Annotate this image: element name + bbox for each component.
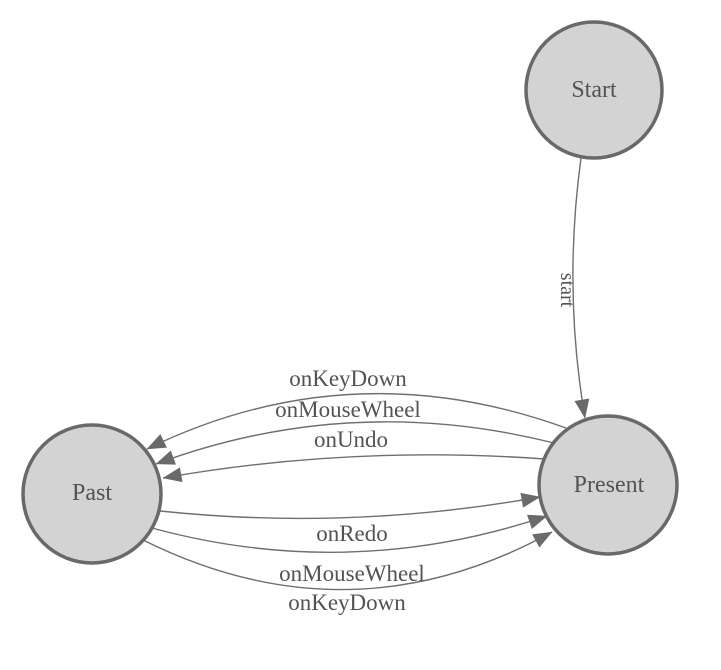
state-node-present-circle [537, 414, 679, 556]
state-node-present-label: Present [574, 472, 645, 498]
edge-label-onkeydown-top: onKeyDown [289, 366, 407, 391]
state-node-past-label: Past [72, 480, 112, 506]
edge-past-to-present-onredo [159, 492, 541, 520]
state-node-start-label: Start [571, 77, 617, 103]
edge-label-onmousewheel-bottom: onMouseWheel [279, 561, 425, 586]
edge-past-to-present-onkeydown [142, 531, 553, 591]
state-node-past-circle [21, 423, 163, 565]
edge-past-to-present-onmousewheel [151, 514, 548, 553]
edge-label-onundo: onUndo [314, 427, 388, 452]
edge-label-start: start [556, 273, 578, 308]
edge-label-onmousewheel-top: onMouseWheel [275, 397, 421, 422]
edge-group [142, 157, 590, 591]
state-node-present[interactable]: Present [537, 414, 679, 556]
edge-label-onkeydown-bottom: onKeyDown [288, 590, 406, 615]
edge-label-onredo: onRedo [316, 521, 388, 546]
state-node-start-circle [524, 20, 664, 160]
state-node-past[interactable]: Past [21, 423, 163, 565]
edge-present-to-past-onundo [162, 454, 546, 483]
edge-label-group: start onKeyDown onMouseWheel onUndo onRe… [275, 273, 578, 615]
state-node-start[interactable]: Start [524, 20, 664, 160]
edge-present-to-past-onmousewheel [155, 421, 555, 465]
edge-start-to-present [572, 157, 590, 419]
edge-present-to-past-onkeydown [146, 392, 567, 450]
